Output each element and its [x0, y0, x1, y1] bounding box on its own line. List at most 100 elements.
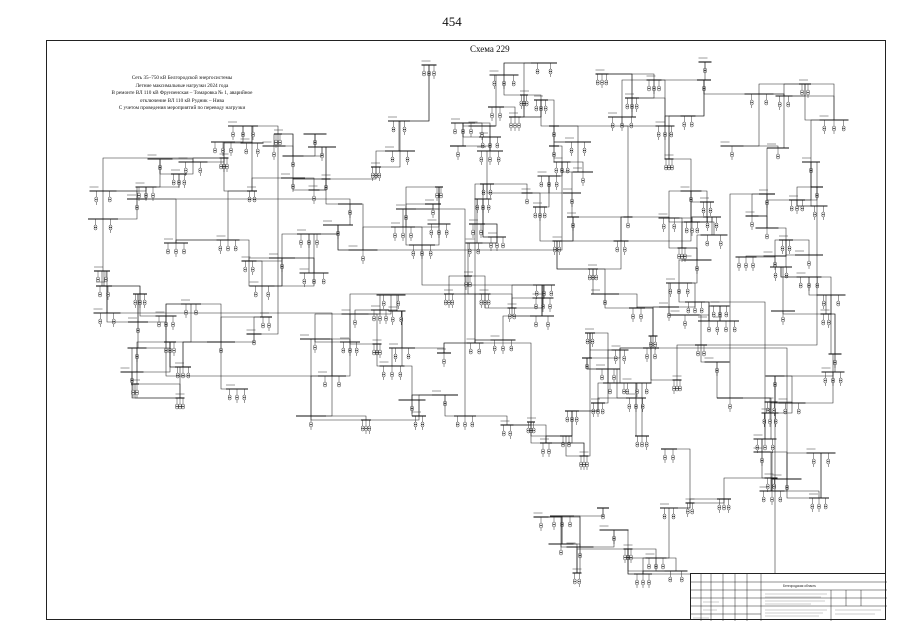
transformer-winding	[486, 301, 491, 306]
transformer-winding	[571, 222, 575, 227]
transformer-winding	[372, 317, 376, 322]
transmission-line	[616, 383, 636, 399]
transformer-winding	[266, 291, 270, 296]
transmission-line	[589, 333, 620, 351]
transformer-winding	[705, 224, 710, 229]
transformer-winding	[672, 225, 676, 230]
transformer-winding	[470, 421, 475, 426]
transformer-winding	[627, 405, 632, 410]
transformer-winding	[251, 268, 255, 273]
transformer-winding	[254, 291, 258, 296]
transformer-winding	[656, 133, 661, 138]
transformer-winding	[489, 244, 493, 249]
transformer-winding	[96, 278, 100, 283]
transformer-winding	[401, 234, 405, 239]
transformer-winding	[402, 126, 407, 131]
transformer-winding	[644, 388, 649, 393]
transformer-winding	[841, 125, 846, 130]
transformer-winding	[668, 578, 672, 583]
transformer-winding	[252, 341, 256, 346]
transformer-winding	[175, 372, 180, 377]
transformer-winding	[719, 240, 723, 245]
transformer-winding	[361, 255, 365, 260]
transformer-winding	[657, 87, 661, 92]
transformer-winding	[776, 155, 780, 160]
transformer-winding	[194, 309, 198, 314]
transformer-winding	[717, 504, 722, 509]
transformer-winding	[667, 312, 671, 317]
transformer-winding	[812, 460, 816, 465]
transformer-winding	[508, 430, 512, 435]
transformer-winding	[717, 506, 722, 511]
transmission-line	[770, 403, 793, 414]
transformer-winding	[585, 338, 590, 343]
transformer-winding	[663, 456, 667, 461]
transmission-line	[669, 503, 691, 509]
transformer-winding	[171, 181, 176, 186]
transformer-winding	[823, 379, 828, 384]
transformer-winding	[569, 147, 574, 152]
transformer-winding	[737, 264, 741, 269]
transformer-winding	[382, 302, 386, 307]
transmission-line	[406, 204, 434, 210]
transformer-winding	[468, 281, 472, 286]
transmission-line	[690, 191, 712, 218]
transformer-winding	[534, 105, 539, 110]
transformer-winding	[98, 291, 102, 296]
transformer-winding	[133, 299, 138, 304]
transformer-winding	[219, 347, 223, 352]
transmission-line	[577, 142, 583, 173]
transformer-winding	[677, 255, 681, 260]
transformer-winding	[431, 211, 435, 216]
transmission-line	[605, 293, 638, 308]
transformer-winding	[531, 427, 536, 432]
transformer-winding	[548, 305, 552, 310]
transformer-winding	[178, 405, 182, 410]
transmission-line	[620, 216, 628, 241]
transformer-winding	[227, 394, 232, 399]
transmission-line	[376, 151, 401, 168]
transformer-winding	[647, 563, 651, 568]
transmission-line	[808, 277, 831, 296]
transformer-winding	[557, 246, 561, 251]
transformer-winding	[773, 261, 777, 266]
transformer-winding	[827, 321, 831, 326]
transmission-line	[621, 79, 654, 117]
transmission-line	[355, 313, 378, 344]
transmission-line	[136, 341, 170, 348]
transformer-winding	[737, 262, 741, 267]
transmission-line	[556, 241, 593, 270]
transformer-winding	[135, 206, 139, 211]
transmission-line	[553, 126, 578, 143]
transmission-line	[614, 529, 629, 549]
transformer-winding	[108, 224, 113, 229]
transformer-winding	[591, 408, 596, 413]
transformer-winding	[629, 556, 633, 561]
transformer-winding	[243, 266, 247, 271]
transmission-line	[655, 558, 676, 572]
transmission-line	[635, 398, 642, 437]
transformer-winding	[560, 523, 564, 528]
transformer-winding	[231, 131, 235, 136]
transformer-winding	[226, 247, 230, 252]
substation-symbols	[89, 57, 846, 588]
transformer-winding	[341, 349, 346, 354]
transformer-winding	[601, 515, 605, 520]
transformer-winding	[547, 448, 551, 453]
transformer-winding	[680, 576, 684, 581]
transformer-winding	[554, 181, 559, 186]
drawing-frame	[46, 40, 886, 620]
transmission-line	[619, 347, 651, 350]
transmission-line	[379, 294, 391, 310]
transformer-winding	[635, 579, 639, 584]
transformer-winding	[443, 400, 447, 405]
transformer-winding	[502, 80, 506, 85]
transformer-winding	[468, 283, 472, 288]
transformer-winding	[668, 288, 673, 293]
transformer-winding	[511, 80, 516, 85]
transformer-winding	[168, 347, 172, 352]
transformer-winding	[489, 242, 493, 247]
transmission-line	[691, 216, 712, 222]
transmission-line	[692, 221, 715, 235]
transformer-winding	[411, 250, 416, 255]
